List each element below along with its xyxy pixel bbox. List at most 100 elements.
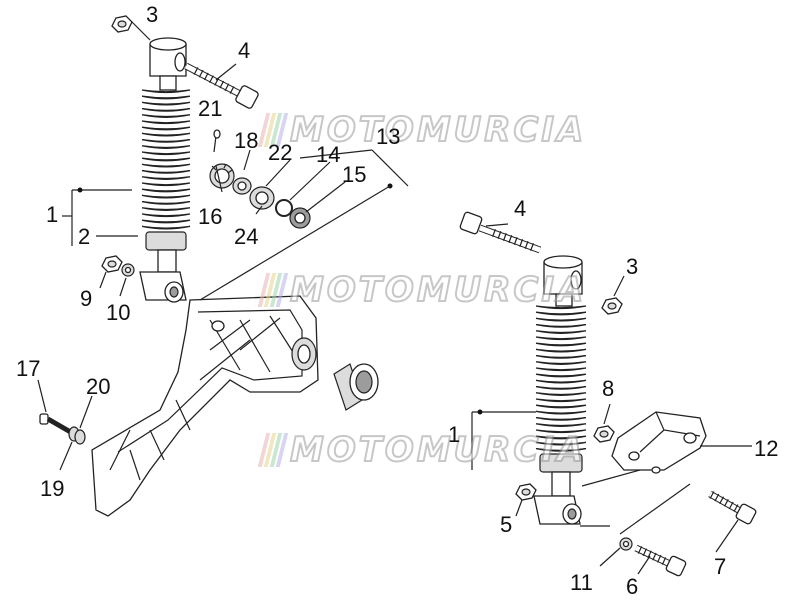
callout-8: 8 xyxy=(602,376,615,401)
bolt-thread-line xyxy=(513,237,518,245)
spring-coil xyxy=(535,336,587,341)
right-shock-absorber xyxy=(533,255,587,525)
spring-coil xyxy=(141,200,191,205)
bolt-thread-line xyxy=(214,78,219,86)
spring-coil xyxy=(535,385,587,390)
bolt-thread-line xyxy=(209,75,214,83)
watermark-text: MOTOMURCIA xyxy=(289,109,587,151)
bolt-thread-line xyxy=(637,546,643,554)
bracket-12 xyxy=(611,411,707,474)
spring-coil xyxy=(535,330,587,334)
spring-coil xyxy=(141,126,191,131)
swingarm xyxy=(91,295,319,517)
spring-coil xyxy=(141,157,191,162)
spring-coil xyxy=(535,367,587,372)
spring-coil xyxy=(535,429,587,434)
spring-coil xyxy=(141,132,191,137)
callout-21: 21 xyxy=(198,96,223,121)
bolt-thread-line xyxy=(508,235,513,243)
bolt-thread-line xyxy=(719,496,725,505)
watermark-text: MOTOMURCIA xyxy=(289,429,587,471)
bolt-thread-line xyxy=(656,554,662,563)
callout-7: 7 xyxy=(714,554,727,579)
spring-coil xyxy=(141,101,191,106)
callout-12: 12 xyxy=(754,436,779,461)
callout-3-left: 3 xyxy=(146,2,159,27)
spring-coil xyxy=(141,145,191,149)
spring-coil xyxy=(535,416,587,421)
watermark-text: MOTOMURCIA xyxy=(289,269,587,311)
spring-coil xyxy=(141,120,191,125)
callout-4-right: 4 xyxy=(514,196,527,221)
bolt-thread-line xyxy=(193,67,199,75)
spring-coil xyxy=(535,441,587,446)
callout-19: 19 xyxy=(40,476,65,501)
callout-13: 13 xyxy=(376,124,401,149)
bolt-17-washers xyxy=(39,413,86,445)
spring-coil xyxy=(141,176,191,180)
bolt-thread-line xyxy=(224,83,230,92)
bolt-thread-line xyxy=(728,501,734,510)
bolt-thread-line xyxy=(647,550,652,559)
spring-coil xyxy=(535,342,587,347)
nut-8 xyxy=(593,425,615,443)
spring-coil xyxy=(535,392,587,396)
spring-coil xyxy=(141,151,191,156)
spring-coil xyxy=(535,398,587,403)
spring-coil xyxy=(535,410,587,415)
bolt-thread-line xyxy=(219,80,225,89)
bolt-thread-line xyxy=(492,229,496,237)
right-shock-spring xyxy=(535,305,587,452)
bolt-thread-line xyxy=(723,498,729,507)
spring-coil xyxy=(141,213,191,218)
bolt-thread-line xyxy=(530,243,534,251)
spring-coil xyxy=(141,169,191,174)
callout-10: 10 xyxy=(106,300,131,325)
callout-17: 17 xyxy=(16,356,41,381)
bolt-4-right xyxy=(459,211,542,254)
spring-coil xyxy=(535,323,587,328)
spring-coil xyxy=(535,311,587,316)
bushing-parts-cluster xyxy=(209,129,311,229)
spring-coil xyxy=(141,188,191,193)
spring-coil xyxy=(141,194,191,199)
bolt-thread-line xyxy=(198,69,204,78)
callout-20: 20 xyxy=(86,374,111,399)
watermark-top: MOTOMURCIA xyxy=(257,109,587,151)
callout-18: 18 xyxy=(234,128,259,153)
bolt-thread-line xyxy=(714,493,720,502)
callout-5: 5 xyxy=(500,512,513,537)
spring-coil xyxy=(141,182,191,187)
callout-3-right: 3 xyxy=(626,254,639,279)
callout-9: 9 xyxy=(80,286,93,311)
bolt-thread-line xyxy=(497,231,502,239)
callout-16: 16 xyxy=(198,204,223,229)
spring-coil xyxy=(535,317,587,322)
leader-lines xyxy=(37,21,752,575)
spring-coil xyxy=(141,114,191,118)
spring-coil xyxy=(535,373,587,378)
spring-coil xyxy=(535,447,587,452)
washer-11-bolt-6 xyxy=(619,537,687,577)
bolt-4-left xyxy=(184,62,259,109)
callout-4-left: 4 xyxy=(238,38,251,63)
bolt-thread-line xyxy=(524,241,529,249)
bolt-thread-line xyxy=(502,233,507,241)
spring-coil xyxy=(535,423,587,427)
spring-coil xyxy=(535,379,587,384)
spring-coil xyxy=(141,138,191,143)
callout-1-right: 1 xyxy=(448,422,461,447)
bolt-thread-line xyxy=(661,557,667,565)
spring-coil xyxy=(141,163,191,168)
bolt-thread-line xyxy=(733,504,739,512)
callout-11: 11 xyxy=(570,570,593,595)
spring-coil xyxy=(141,225,191,230)
bolt-thread-line xyxy=(642,548,648,557)
spring-coil xyxy=(535,404,587,409)
spring-coil xyxy=(535,305,587,310)
spring-coil xyxy=(141,95,191,100)
left-shock-spring xyxy=(141,89,191,230)
spring-coil xyxy=(141,219,191,224)
bolt-thread-line xyxy=(652,552,657,561)
